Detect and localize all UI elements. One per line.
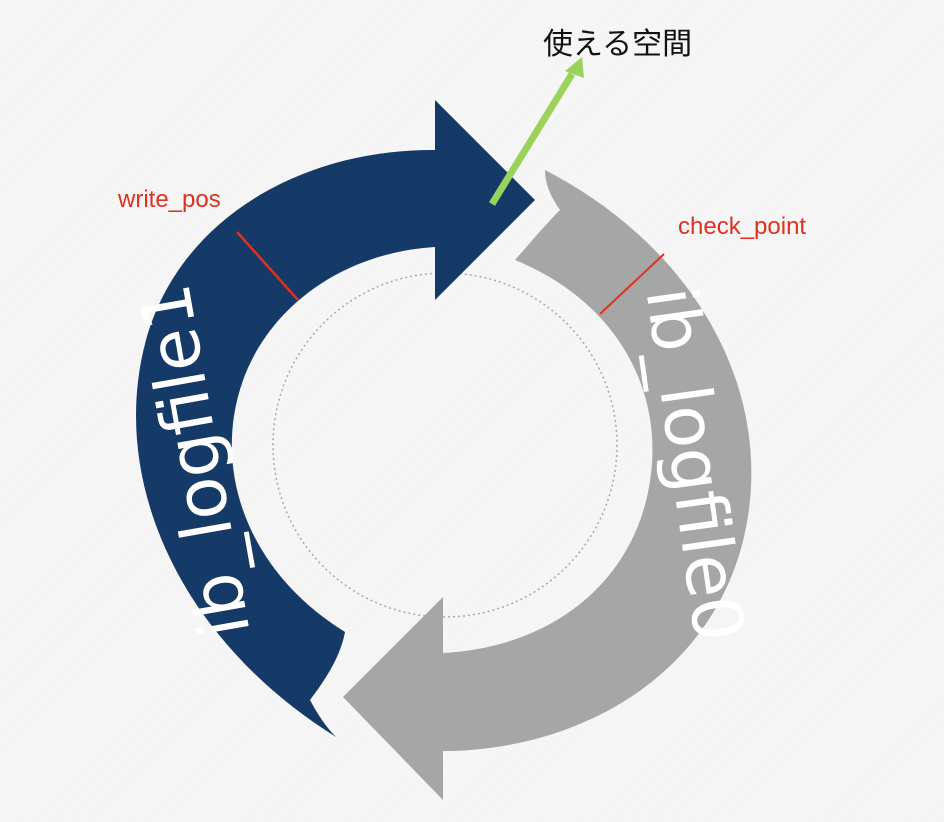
free-space-label: 使える空間 <box>543 27 692 62</box>
write-pos-marker <box>236 231 299 301</box>
check-point-marker <box>599 253 665 315</box>
free-space-arrow <box>489 57 584 206</box>
logfile1-arrow <box>136 100 535 737</box>
check-point-label: check_point <box>678 213 806 240</box>
logfile0-arrow <box>343 170 752 800</box>
write-pos-label: write_pos <box>117 186 221 213</box>
dotted-inner-circle <box>272 272 618 618</box>
